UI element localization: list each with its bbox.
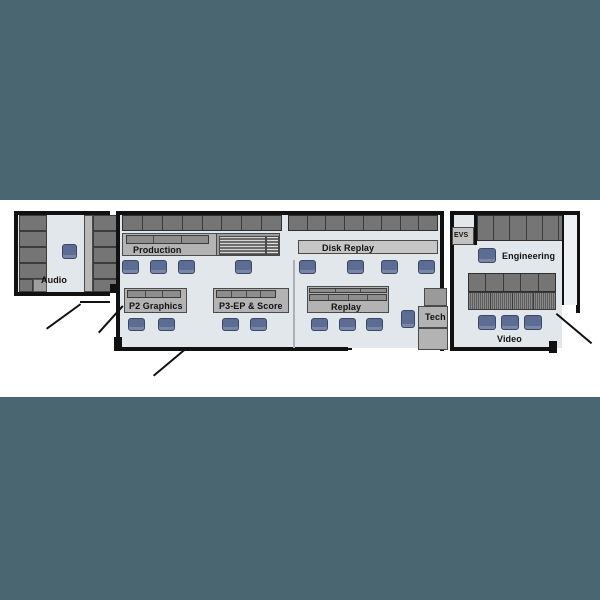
wall-right-bottom	[450, 347, 552, 351]
chair-production-1	[122, 260, 139, 274]
chair-production-2	[150, 260, 167, 274]
door-jamb-main-lower	[114, 337, 122, 351]
chair-disk-replay-2	[347, 260, 364, 274]
wall-right-right	[576, 211, 580, 313]
chair-p2-graphics-1	[128, 318, 145, 331]
leader-line-audio-horizontal	[80, 301, 110, 303]
wall-main-top	[116, 211, 444, 215]
tech-closet-upper	[424, 288, 447, 306]
chair-replay-2	[339, 318, 356, 331]
cabinets-upper-production	[122, 215, 282, 231]
chair-production-4	[235, 260, 252, 274]
chair-p3-ep-score-2	[250, 318, 267, 331]
wall-right-left	[450, 211, 454, 351]
label-engineering: Engineering	[502, 251, 556, 261]
leader-line-audio	[46, 303, 82, 330]
wall-audio-top	[14, 211, 110, 215]
label-audio: Audio	[41, 275, 67, 285]
label-p2-graphics: P2 Graphics	[129, 301, 183, 311]
chair-production-3	[178, 260, 195, 274]
leader-line-replay	[153, 348, 187, 377]
label-disk-replay: Disk Replay	[322, 243, 375, 253]
video-rack-lower	[468, 292, 556, 310]
chair-replay-3	[366, 318, 383, 331]
chair-disk-replay-4	[418, 260, 435, 274]
background-band-bottom	[0, 397, 600, 600]
evs-closet	[452, 227, 474, 245]
chair-replay-1	[311, 318, 328, 331]
audio-rack-2	[19, 231, 47, 247]
chair-disk-replay-1	[299, 260, 316, 274]
corridor-right-strip	[562, 215, 577, 305]
chair-audio-1	[62, 244, 77, 259]
audio-console-strip	[84, 215, 93, 292]
desk-replay-monitors	[309, 294, 387, 301]
label-evs: EVS	[454, 232, 469, 239]
floor-plan-diagram: Audio Production	[0, 200, 600, 397]
audio-rack-divider	[33, 279, 47, 292]
production-switcher-faders	[219, 236, 266, 255]
audio-rack-5	[19, 279, 33, 292]
wall-audio-bottom	[14, 292, 110, 296]
tech-closet-main	[418, 306, 448, 328]
desk-replay-shelf	[309, 288, 387, 293]
tech-closet-lower	[418, 328, 448, 350]
chair-video-2	[501, 315, 519, 330]
video-rack-upper	[468, 273, 556, 292]
label-production: Production	[133, 245, 182, 255]
chair-tech-adjacent	[401, 310, 415, 328]
chair-p2-graphics-2	[158, 318, 175, 331]
cabinets-upper-graphics	[288, 215, 438, 231]
label-p3-ep-score: P3-EP & Score	[219, 301, 283, 311]
wall-right-top	[450, 211, 580, 215]
desk-p3-ep-score-monitors	[216, 290, 276, 298]
audio-rack-4	[19, 263, 47, 279]
label-tech: Tech	[425, 312, 446, 322]
wall-main-right	[440, 211, 444, 351]
chair-video-3	[524, 315, 542, 330]
chair-p3-ep-score-1	[222, 318, 239, 331]
background-band-top	[0, 0, 600, 200]
wall-evs-divider	[474, 215, 477, 245]
door-jamb-video	[549, 341, 557, 353]
partition-graphics-replay	[293, 260, 295, 348]
chair-engineering-1	[478, 248, 496, 263]
chair-disk-replay-3	[381, 260, 398, 274]
audio-rack-3	[19, 247, 47, 263]
wall-audio-left	[14, 211, 18, 296]
audio-rack-1	[19, 215, 47, 231]
label-replay: Replay	[331, 302, 362, 312]
wall-main-left	[116, 211, 120, 351]
desk-production-monitors	[126, 235, 209, 244]
desk-disk-replay	[298, 240, 438, 254]
desk-p2-graphics-monitors	[127, 290, 181, 298]
door-jamb-main-upper	[110, 284, 120, 293]
production-switcher-keypad	[266, 236, 279, 255]
cabinets-engineering-upper	[477, 215, 575, 241]
chair-video-1	[478, 315, 496, 330]
label-video: Video	[497, 334, 522, 344]
leader-line-replay-horizontal	[186, 348, 352, 350]
